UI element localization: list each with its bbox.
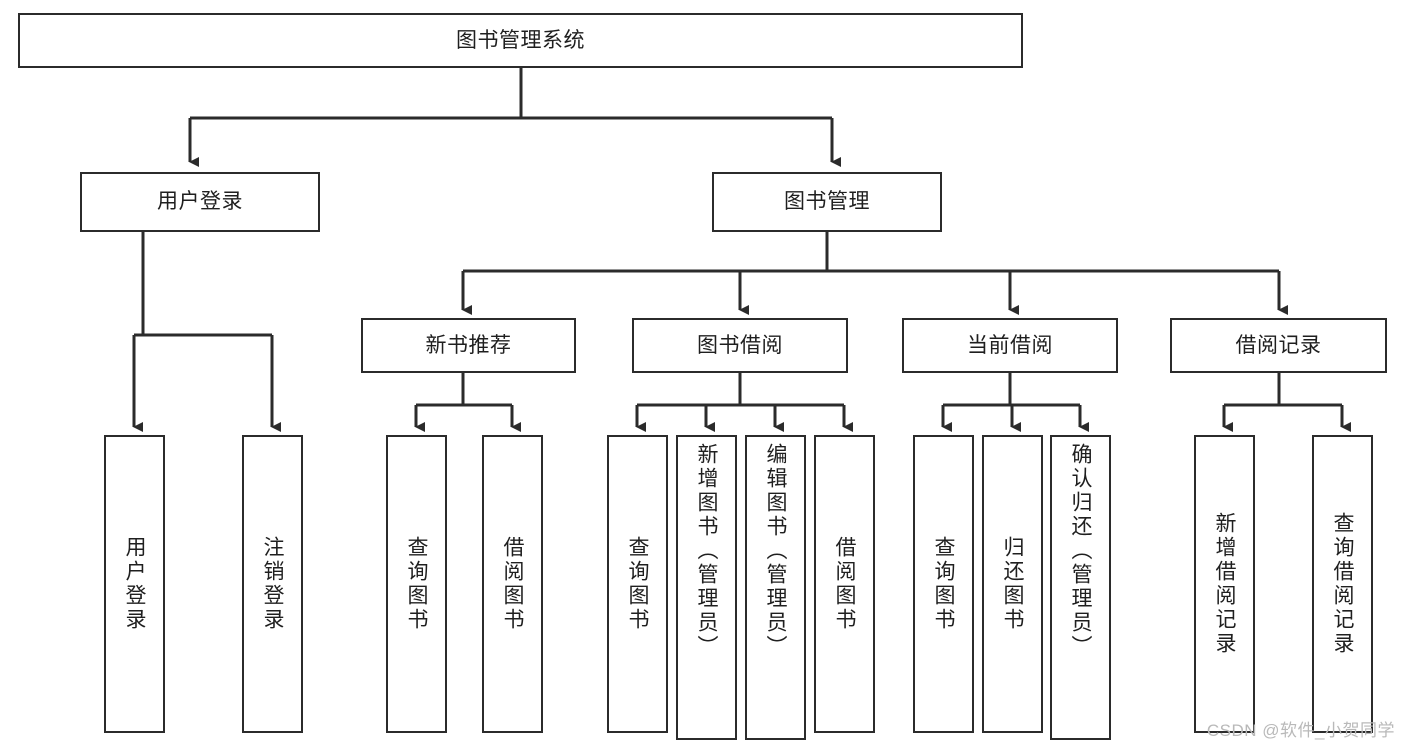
node-label: 图书管理	[784, 190, 870, 214]
node-leaf-query-book-borrow[interactable]: 查询图书	[607, 435, 668, 733]
node-book-borrow[interactable]: 图书借阅	[632, 318, 848, 373]
node-leaf-edit-book-admin[interactable]: 编辑图书（管理员）	[745, 435, 806, 740]
node-root-system[interactable]: 图书管理系统	[18, 13, 1023, 68]
node-book-management[interactable]: 图书管理	[712, 172, 942, 232]
node-label: 查询借阅记录	[1331, 512, 1354, 656]
node-leaf-confirm-return-admin[interactable]: 确认归还（管理员）	[1050, 435, 1111, 740]
node-label: 注销登录	[261, 536, 284, 632]
node-label: 借阅图书	[501, 536, 524, 632]
node-label: 新书推荐	[425, 333, 512, 357]
node-borrow-record[interactable]: 借阅记录	[1170, 318, 1387, 373]
node-leaf-query-borrow-record[interactable]: 查询借阅记录	[1312, 435, 1373, 733]
node-leaf-add-borrow-record[interactable]: 新增借阅记录	[1194, 435, 1255, 733]
node-leaf-return-book[interactable]: 归还图书	[982, 435, 1043, 733]
node-label: 图书借阅	[697, 333, 783, 357]
node-leaf-query-book-current[interactable]: 查询图书	[913, 435, 974, 733]
node-label: 用户登录	[157, 190, 243, 214]
node-leaf-borrow-book[interactable]: 借阅图书	[814, 435, 875, 733]
node-label: 当前借阅	[967, 333, 1053, 357]
node-leaf-logout-login[interactable]: 注销登录	[242, 435, 303, 733]
node-leaf-query-book-recommend[interactable]: 查询图书	[386, 435, 447, 733]
node-leaf-add-book-admin[interactable]: 新增图书（管理员）	[676, 435, 737, 740]
node-label: 借阅图书	[833, 536, 856, 632]
node-label: 图书管理系统	[456, 28, 585, 52]
node-current-borrow[interactable]: 当前借阅	[902, 318, 1118, 373]
node-user-login[interactable]: 用户登录	[80, 172, 320, 232]
node-new-book-recommend[interactable]: 新书推荐	[361, 318, 576, 373]
node-label: 查询图书	[626, 536, 649, 632]
node-label: 新增借阅记录	[1213, 512, 1236, 656]
node-label: 查询图书	[405, 536, 428, 632]
node-label: 查询图书	[932, 536, 955, 632]
node-label: 编辑图书（管理员）	[764, 443, 787, 659]
watermark: CSDN @软件_小贺同学	[1206, 721, 1395, 740]
node-label: 新增图书（管理员）	[695, 443, 718, 659]
node-label: 确认归还（管理员）	[1069, 443, 1092, 659]
node-leaf-user-login[interactable]: 用户登录	[104, 435, 165, 733]
node-label: 借阅记录	[1235, 333, 1322, 357]
node-leaf-borrow-book-recommend[interactable]: 借阅图书	[482, 435, 543, 733]
node-label: 用户登录	[123, 536, 146, 632]
node-label: 归还图书	[1001, 536, 1024, 632]
